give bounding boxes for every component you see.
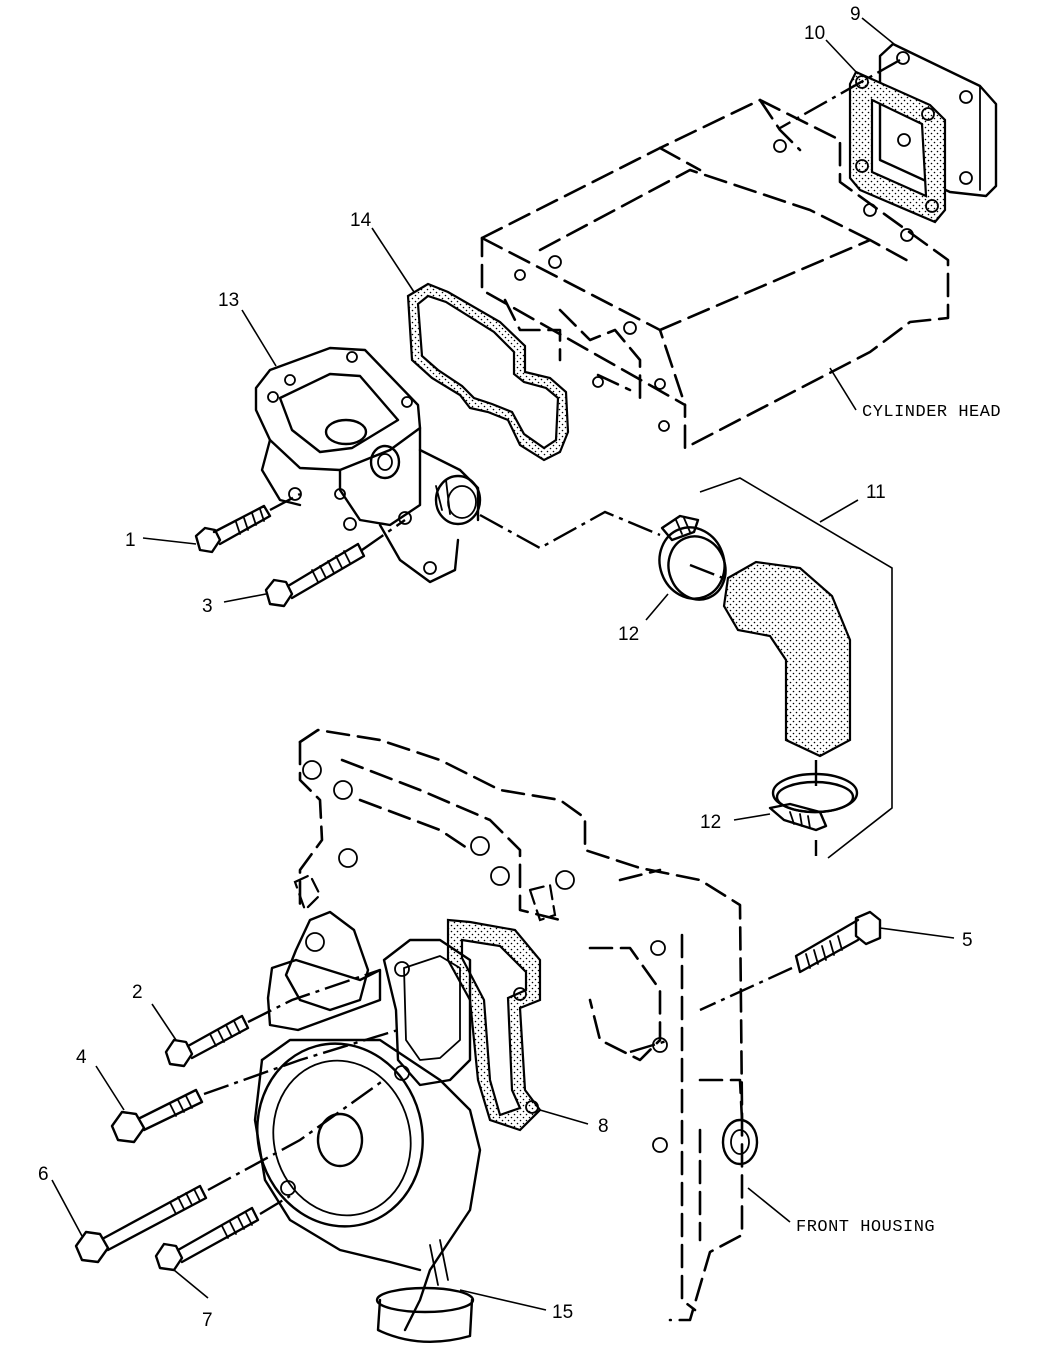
callout-5: 5 — [962, 930, 973, 951]
water-pump-gasket — [446, 918, 542, 1132]
bolt-6-axis-line — [207, 1079, 385, 1192]
callout-1: 1 — [125, 530, 136, 551]
coolant-hose — [722, 560, 852, 758]
upper-hose-clamp — [658, 514, 727, 601]
leader-lines — [51, 17, 955, 1311]
callout-2: 2 — [132, 982, 143, 1003]
callout-4: 4 — [76, 1047, 87, 1068]
callout-10: 10 — [804, 23, 825, 44]
housing-gasket — [406, 282, 570, 462]
water-pump — [253, 910, 482, 1343]
bolt-1 — [194, 504, 272, 554]
callout-3: 3 — [202, 596, 213, 617]
bolt-3 — [264, 542, 366, 608]
hose-upper-axis-line — [689, 563, 729, 582]
callout-8: 8 — [598, 1116, 609, 1137]
front-housing-label: FRONT HOUSING — [796, 1218, 935, 1237]
cylinder-head-label: CYLINDER HEAD — [862, 403, 1001, 422]
bolt-4 — [110, 1088, 204, 1144]
bolt-7 — [154, 1206, 260, 1272]
pump-axis-line — [629, 1038, 671, 1054]
callout-14: 14 — [350, 210, 372, 231]
callout-6: 6 — [38, 1164, 49, 1185]
bolt-2-axis-line — [247, 968, 381, 1024]
callout-12-upper: 12 — [618, 624, 639, 645]
bolt-4-axis-line — [203, 1028, 399, 1096]
callout-13: 13 — [218, 290, 239, 311]
cover-axis-line — [779, 58, 901, 130]
bolt-1-axis-line — [269, 492, 301, 512]
bolt-7-axis-line — [259, 1194, 291, 1216]
bolt-3-axis-line — [361, 519, 406, 551]
callout-12-lower: 12 — [700, 812, 721, 833]
lower-hose-clamp — [768, 772, 859, 832]
callout-15: 15 — [552, 1302, 573, 1323]
cover-gasket — [848, 70, 947, 224]
outlet-axis-line — [479, 510, 661, 550]
callout-numbers: 1 3 2 4 6 7 5 8 9 10 11 12 12 13 14 15 — [38, 4, 973, 1331]
cylinder-head-outline — [480, 98, 950, 450]
callout-9: 9 — [850, 4, 861, 25]
thermostat-housing — [254, 346, 482, 584]
callout-11: 11 — [866, 482, 886, 503]
bolt-5-axis-line — [699, 966, 793, 1012]
hose-bracket — [699, 477, 893, 859]
bolt-6 — [74, 1184, 208, 1264]
callout-7: 7 — [202, 1310, 213, 1331]
bolt-5 — [794, 910, 882, 974]
bolt-2 — [164, 1014, 250, 1068]
front-housing-outline — [293, 728, 759, 1322]
